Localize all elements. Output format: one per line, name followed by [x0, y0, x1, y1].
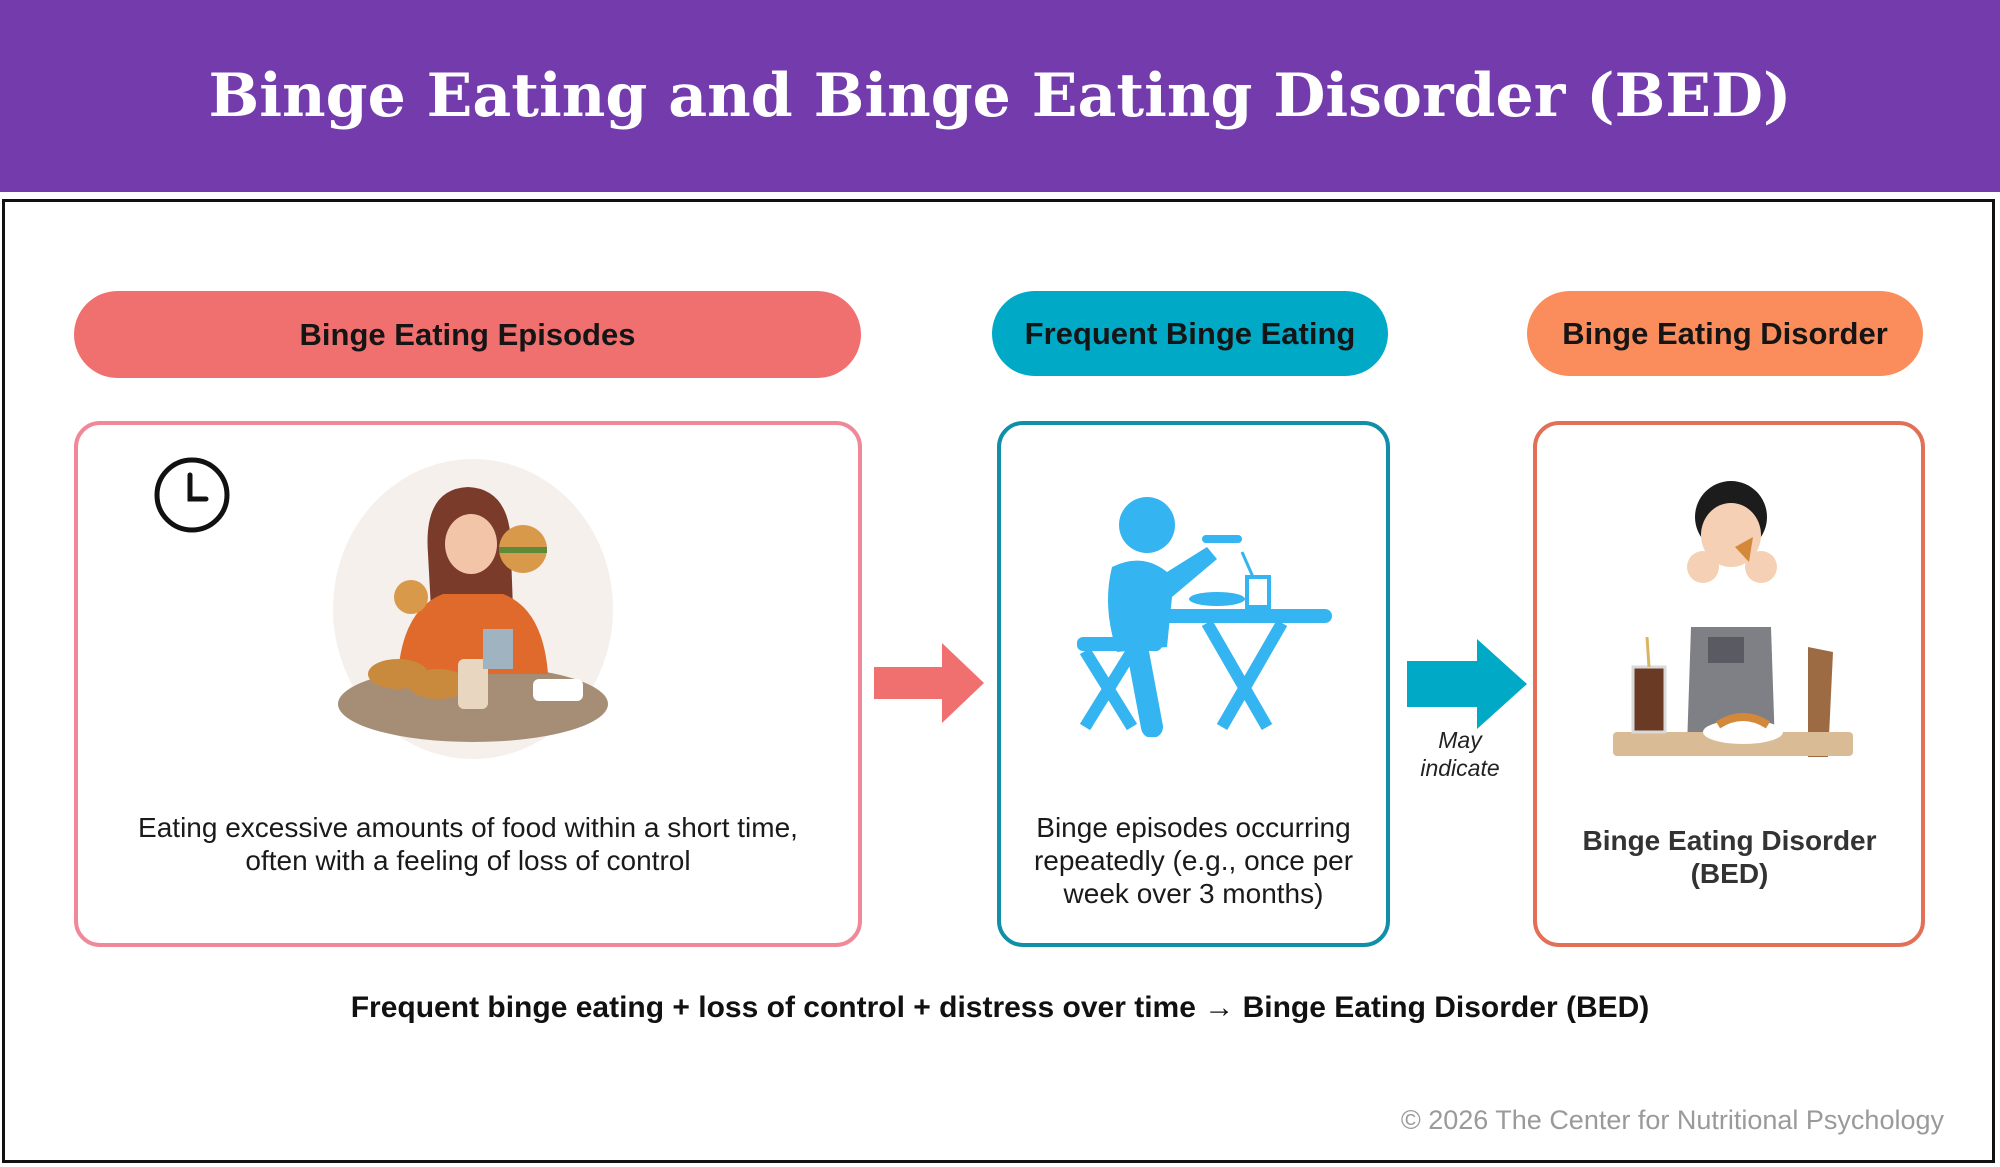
summary-statement: Frequent binge eating + loss of control … — [350, 991, 1650, 1024]
stage-title: Binge Eating Disorder — [1562, 316, 1888, 351]
stage-card-binge-eating-episodes: Eating excessive amounts of food within … — [74, 421, 862, 947]
stage-card-frequent-binge-eating: Binge episodes occurring repeatedly (e.g… — [997, 421, 1390, 947]
woman-eating-burger-illustration — [333, 459, 613, 759]
clock-icon — [154, 457, 230, 533]
stage-title: Binge Eating Episodes — [299, 317, 636, 352]
arrow-right-icon — [1407, 639, 1527, 729]
stage-description: Binge Eating Disorder (BED) — [1582, 825, 1877, 889]
stage-pill-frequent-binge-eating: Frequent Binge Eating — [992, 291, 1388, 376]
stage-title: Frequent Binge Eating — [1024, 316, 1356, 351]
stage-description: Binge episodes occurring repeatedly (e.g… — [1033, 812, 1354, 909]
stage-card-binge-eating-disorder: Binge Eating Disorder (BED) — [1533, 421, 1925, 947]
stage-pill-binge-eating-episodes: Binge Eating Episodes — [74, 291, 861, 378]
page-title: Binge Eating and Binge Eating Disorder (… — [208, 61, 1792, 131]
stage-pill-binge-eating-disorder: Binge Eating Disorder — [1527, 291, 1923, 376]
diagram-frame — [2, 199, 1995, 1163]
copyright-footer: © 2026 The Center for Nutritional Psycho… — [1400, 1105, 1944, 1135]
arrow-right-icon — [874, 643, 984, 723]
header-banner: Binge Eating and Binge Eating Disorder (… — [0, 0, 2000, 192]
girl-eating-illustration — [1613, 481, 1853, 757]
arrow-note: May indicate — [1420, 727, 1500, 781]
stage-description: Eating excessive amounts of food within … — [138, 812, 798, 876]
person-eating-at-table-icon — [1077, 497, 1332, 737]
